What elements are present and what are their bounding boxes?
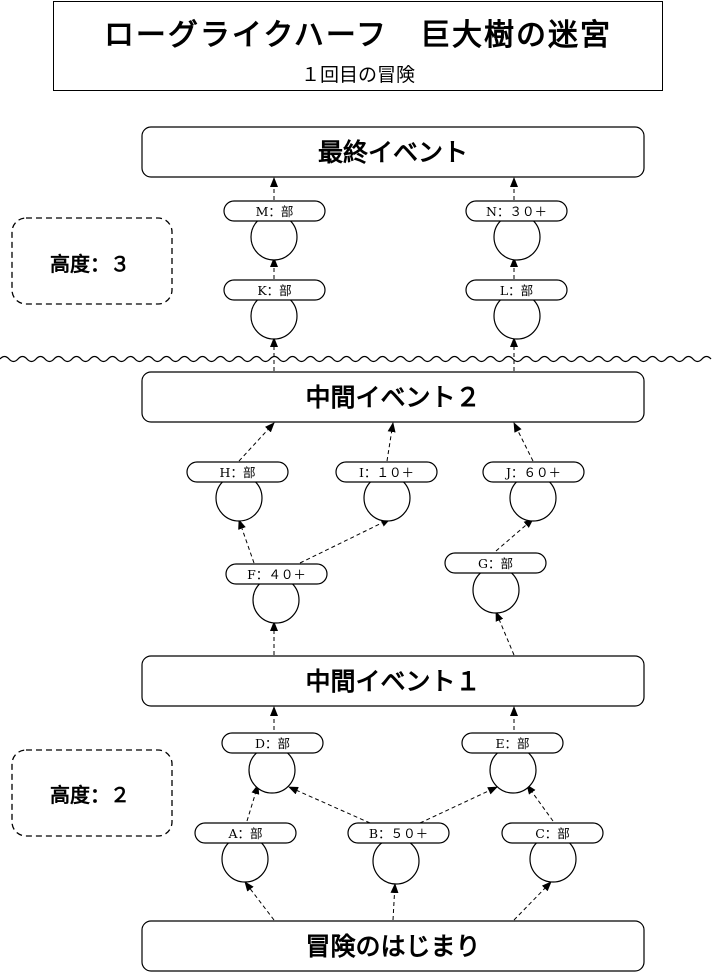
node-d: D：部 bbox=[221, 732, 324, 794]
event-mid1: 中間イベント１ bbox=[141, 655, 645, 707]
title-box: ローグライクハーフ 巨大樹の迷宮 １回目の冒険 bbox=[53, 1, 663, 91]
node-h: H：部 bbox=[186, 461, 289, 522]
page-subtitle: １回目の冒険 bbox=[300, 64, 415, 86]
node-b-label: B：５０＋ bbox=[369, 826, 428, 841]
node-g-label: G：部 bbox=[478, 556, 513, 571]
arrow-b-to-d bbox=[288, 786, 371, 824]
node-a: A：部 bbox=[194, 822, 297, 883]
arrow-f-to-i bbox=[299, 518, 391, 564]
event-start-text: 冒険のはじまり bbox=[305, 932, 480, 961]
node-k-label: K：部 bbox=[257, 283, 291, 298]
altitude-low-text: 高度：２ bbox=[50, 783, 130, 807]
node-f-label: F：４０＋ bbox=[247, 567, 306, 582]
event-start: 冒険のはじまり bbox=[141, 920, 645, 972]
arrow-f-to-h bbox=[238, 519, 255, 564]
node-b: B：５０＋ bbox=[347, 822, 450, 885]
arrow-start-to-a bbox=[244, 881, 275, 921]
altitude-high-text: 高度：３ bbox=[50, 252, 130, 276]
arrow-c-to-e bbox=[526, 784, 554, 822]
node-c: C：部 bbox=[501, 822, 604, 883]
arrow-j-to-mid2 bbox=[513, 422, 534, 462]
page-title: ローグライクハーフ 巨大樹の迷宮 bbox=[103, 18, 613, 53]
node-n: N：３０＋ bbox=[465, 200, 568, 261]
node-m-label: M：部 bbox=[256, 204, 294, 219]
arrow-b-to-e bbox=[419, 786, 498, 824]
route-arrows bbox=[238, 177, 554, 921]
event-final: 最終イベント bbox=[141, 126, 645, 178]
arrow-h-to-mid2 bbox=[238, 422, 275, 462]
node-h-label: H：部 bbox=[220, 465, 256, 480]
node-e-label: E：部 bbox=[495, 736, 529, 751]
node-j-label: J：６０＋ bbox=[504, 465, 561, 480]
node-e: E：部 bbox=[461, 732, 564, 794]
node-f: F：４０＋ bbox=[225, 563, 328, 624]
arrow-mid1-to-g bbox=[495, 611, 515, 656]
node-a-label: A：部 bbox=[227, 826, 262, 841]
event-mid1-text: 中間イベント１ bbox=[305, 667, 480, 696]
node-d-label: D：部 bbox=[255, 736, 290, 751]
event-mid2: 中間イベント２ bbox=[141, 371, 645, 423]
arrow-start-to-b bbox=[390, 883, 399, 921]
node-k: K：部 bbox=[223, 279, 326, 340]
altitude-label-high: 高度：３ bbox=[11, 217, 173, 305]
node-i-label: I：１０＋ bbox=[359, 465, 414, 480]
altitude-label-low: 高度：２ bbox=[11, 749, 173, 837]
node-n-label: N：３０＋ bbox=[486, 204, 547, 219]
node-i: I：１０＋ bbox=[335, 461, 438, 522]
arrow-g-to-j bbox=[495, 518, 534, 552]
node-l: L：部 bbox=[465, 279, 568, 340]
event-final-text: 最終イベント bbox=[318, 138, 468, 167]
node-m: M：部 bbox=[223, 200, 326, 261]
altitude-boundary-wave bbox=[0, 355, 712, 363]
node-j: J：６０＋ bbox=[482, 461, 585, 522]
node-l-label: L：部 bbox=[500, 283, 533, 298]
node-g: G：部 bbox=[444, 552, 547, 614]
node-c-label: C：部 bbox=[535, 826, 570, 841]
arrow-i-to-mid2 bbox=[386, 422, 396, 462]
arrow-start-to-c bbox=[513, 881, 552, 921]
event-mid2-text: 中間イベント２ bbox=[305, 383, 480, 412]
arrow-a-to-d bbox=[246, 784, 260, 822]
